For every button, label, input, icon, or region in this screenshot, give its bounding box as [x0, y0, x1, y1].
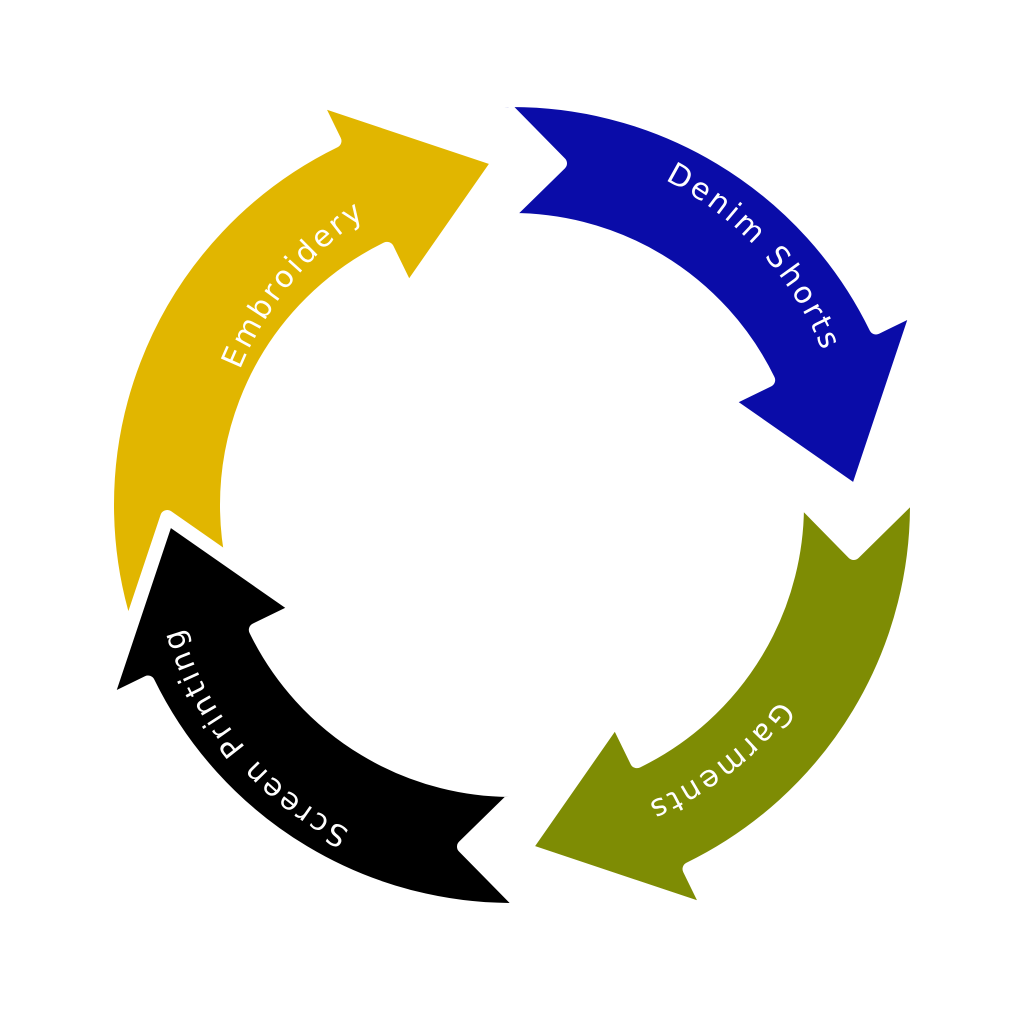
arrow-segment-garments	[517, 483, 924, 920]
arrow-segment-denim-shorts	[490, 93, 927, 500]
arrow-segment-embroidery	[100, 90, 507, 664]
arrow-segment-screen-printing	[97, 510, 534, 917]
